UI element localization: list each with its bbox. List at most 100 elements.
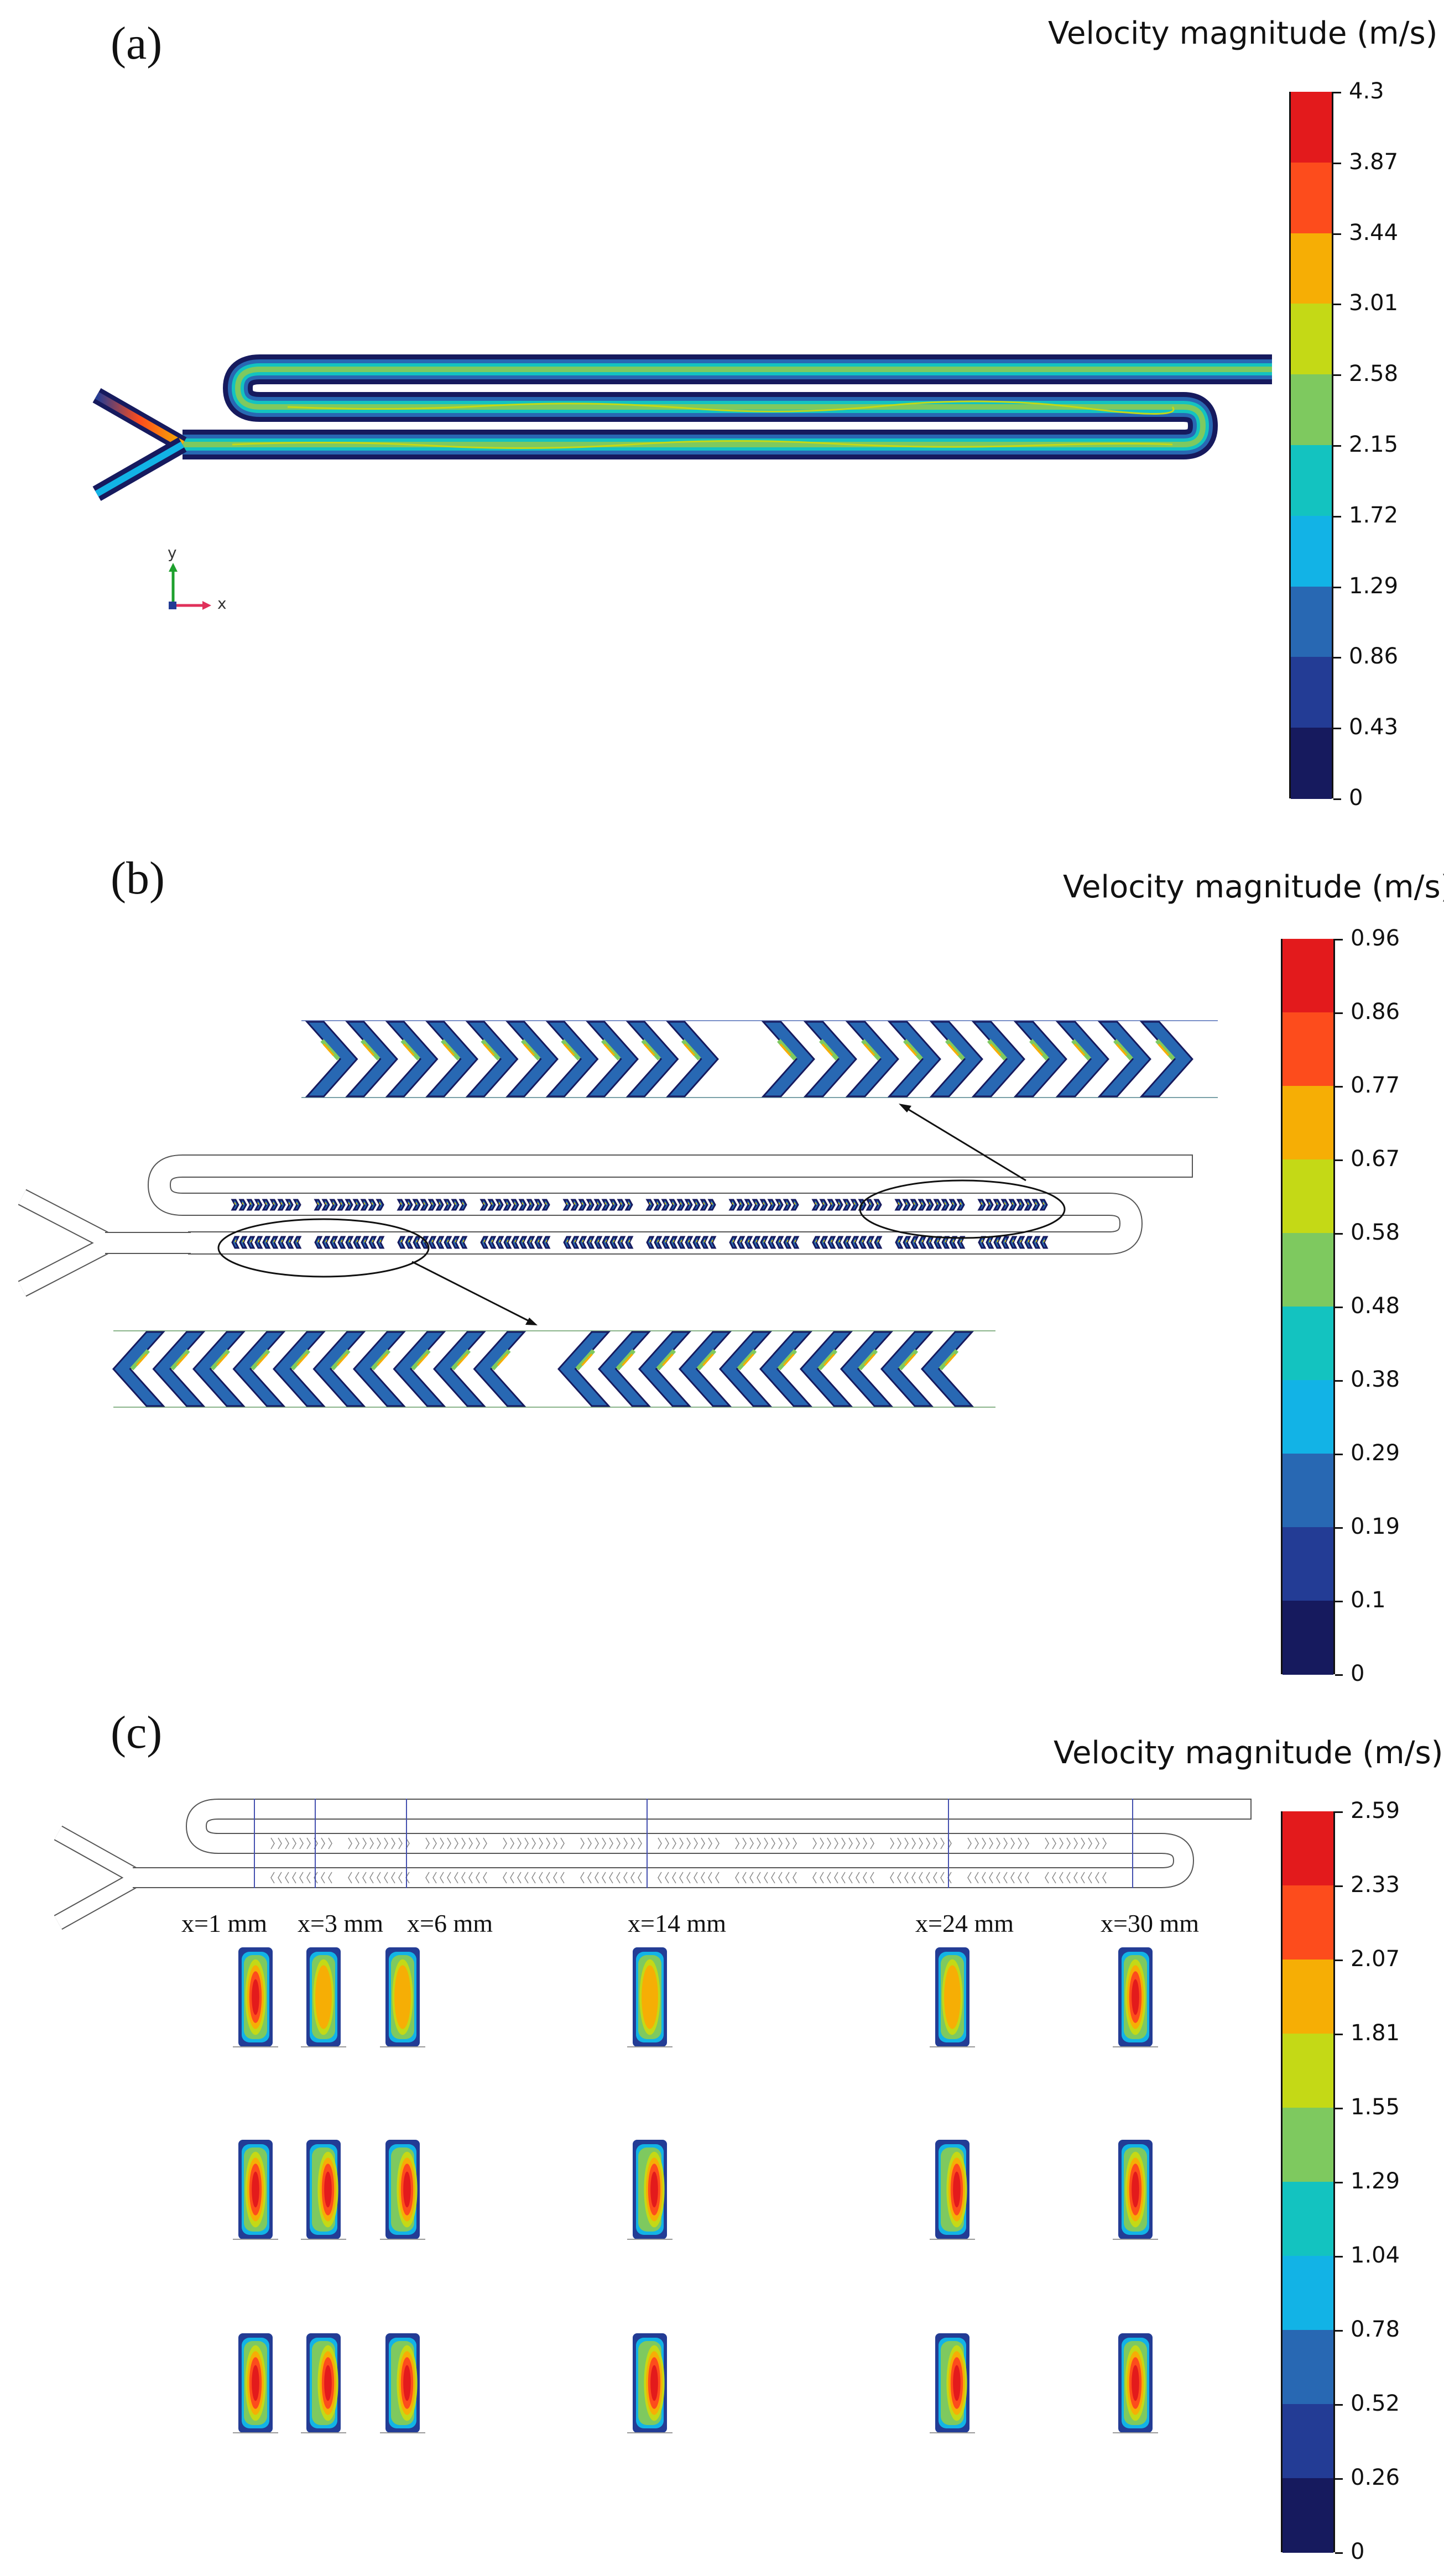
chevron-small [563,1236,572,1249]
chevron-large [666,1021,719,1098]
chevron-small [1009,1236,1018,1249]
chevron-small [925,1199,934,1211]
chevron-small [744,1236,753,1249]
chevron-outline [926,1837,930,1884]
chevron-small [811,1199,820,1211]
chevron-outline [1052,1837,1056,1884]
chevron-small [458,1199,467,1211]
chevron-small [231,1199,239,1211]
chevron-small [360,1199,369,1211]
chevron-outline [967,1837,972,1884]
chevron-outline [1025,1837,1029,1884]
chevron-large [272,1331,326,1407]
chevron-small [262,1199,270,1211]
colorbar-tick-label: 2.58 [1349,361,1399,387]
chevron-small [459,1236,468,1249]
chevron-small [503,1199,512,1211]
chevron-small [1016,1199,1025,1211]
chevron-small [700,1199,708,1211]
colorbar-segment [1291,92,1332,163]
colorbar-tick-mark [1333,162,1341,164]
chevron-small [843,1236,852,1249]
chevron-outline [764,1837,768,1884]
colorbar-tick-label: 0 [1351,1661,1365,1686]
chevron-small [404,1199,413,1211]
chevron-small [1008,1199,1017,1211]
chevron-outline [425,1837,430,1884]
chevron-small [933,1199,942,1211]
chevron-large [1097,1021,1151,1098]
chevron-small [827,1199,836,1211]
colorbar-a [1289,92,1333,799]
chevron-outline [524,1837,529,1884]
velocity-cross-section [627,2140,673,2240]
chevron-small [767,1199,776,1211]
velocity-cross-section [233,2140,278,2240]
chevron-outline [560,1837,565,1884]
chevron-large [678,1331,732,1407]
chevron-outline [793,1837,797,1884]
colorbar-segment [1283,2034,1333,2108]
chevron-small [835,1199,843,1211]
chevron-small [775,1199,784,1211]
chevron-outline [278,1837,282,1884]
chevron-large [232,1331,286,1407]
colorbar-tick-mark [1335,1380,1343,1382]
velocity-cross-section [301,2140,346,2240]
chevron-large [625,1021,679,1098]
chevron-outline [348,1837,352,1884]
chevron-small [752,1236,761,1249]
chevron-outline [638,1837,642,1884]
chevron-outline [270,1837,275,1884]
colorbar-tick-mark [1335,1012,1343,1014]
chevron-outline [771,1837,775,1884]
chevron-small [866,1236,875,1249]
chevron-small [949,1236,958,1249]
chevron-outline [919,1837,923,1884]
chevron-small [737,1236,746,1249]
chevron-outline [623,1837,628,1884]
chevron-outline [694,1837,698,1884]
colorbar-tick-label: 3.87 [1349,149,1399,175]
chevron-small [978,1236,987,1249]
chevron-small [820,1236,828,1249]
chevron-small [376,1199,384,1211]
chevron-small [436,1236,445,1249]
chevron-small [397,1236,406,1249]
chevron-small [677,1236,686,1249]
chevron-outline [510,1837,514,1884]
chevron-small [495,1199,504,1211]
chevron-small [948,1199,957,1211]
chevron-small [519,1236,528,1249]
chevron-small [444,1236,452,1249]
chevron-small [1000,1199,1009,1211]
chevron-small [941,1236,950,1249]
colorbar-segment [1283,1086,1333,1160]
colorbar-tick-label: 2.33 [1351,1872,1400,1898]
chevron-small [368,1236,377,1249]
chevron-outline [1059,1837,1064,1884]
chevron-large [880,1331,934,1407]
chevron-outline [982,1837,986,1884]
chevron-small [602,1236,611,1249]
chevron-large [1139,1021,1193,1098]
chevron-small [345,1199,353,1211]
chevron-outline [1066,1837,1071,1884]
chevron-small [700,1236,709,1249]
chevron-outline [602,1837,606,1884]
chevron-small [562,1199,571,1211]
chevron-large [586,1021,639,1098]
velocity-cross-section [930,2333,975,2433]
chevron-small [993,1236,1002,1249]
section-label-x3: x=3 mm [298,1909,384,1937]
chevron-large [152,1331,206,1407]
chevron-small [1039,1199,1048,1211]
colorbar-tick-label: 2.59 [1351,1798,1400,1823]
chevron-small [744,1199,753,1211]
chevron-outline [1081,1837,1085,1884]
chevron-small [270,1236,279,1249]
chevron-small [451,1236,460,1249]
colorbar-segment [1283,1307,1333,1381]
colorbar-segment [1283,2330,1333,2405]
